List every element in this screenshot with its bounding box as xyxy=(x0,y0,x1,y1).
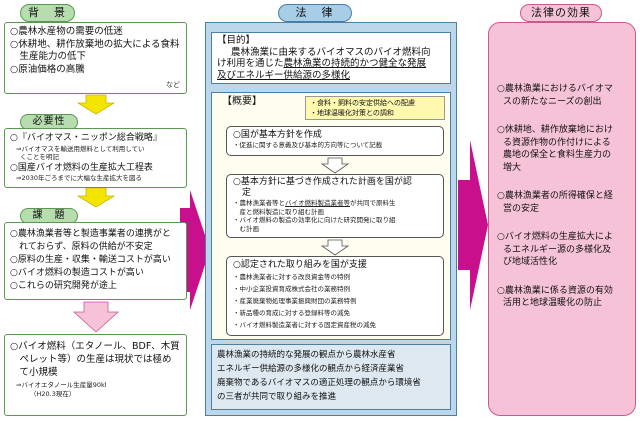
purpose-line-4: 及びエネルギー供給源の多様化 xyxy=(217,69,351,81)
effect-item-3: ○農林漁業者の所得確保と経 営の安定 xyxy=(497,190,629,215)
header-effects-label: 法律の効果 xyxy=(531,6,591,19)
effect-4-line-3: び地域活性化 xyxy=(503,257,558,267)
down-arrow-2 xyxy=(76,187,116,208)
issues-box: ○農林漁業者等と製造事業者の連携がと れておらず、原料の供給が不安定 ○原料の生… xyxy=(4,222,187,300)
production-box: ○バイオ燃料（エタノール、BDF、木質 ペレット等）の生産は現状では極め て小規… xyxy=(4,334,187,416)
plan-approval-head: ○基本方針に基づき作成された計画を国が認 xyxy=(233,177,412,187)
issues-item-4: ○バイオ燃料の製造コストが高い xyxy=(10,268,144,278)
production-line-2: ペレット等）の生産は現状では極め xyxy=(10,354,172,365)
issues-item-3: ○原料の生産・収集・輸送コストが高い xyxy=(10,255,171,265)
basic-policy-item: ・促進に関する意義及び基本的方向等について記載 xyxy=(233,141,383,149)
plan-approval-item-2: 産と燃料製造に取り組む計画 xyxy=(233,207,325,216)
effect-item-2: ○休耕地、耕作放棄地におけ る資源作物の作付けによる 農地の保全と食料生産力の … xyxy=(497,124,629,174)
ministries-line-3: 廃棄物であるバイオマスの適正処理の観点から環境省 xyxy=(217,378,421,388)
down-arrow-1 xyxy=(76,94,116,115)
right-arrow-left-body xyxy=(180,190,210,310)
issues-title: 課 題 xyxy=(32,210,66,221)
header-background: 背 景 xyxy=(20,4,75,22)
production-line-1: ○バイオ燃料（エタノール、BDF、木質 xyxy=(10,341,180,352)
right-arrow-right xyxy=(458,140,488,310)
effect-4-line-1: ○バイオ燃料の生産拡大によ xyxy=(497,232,613,242)
plan-approval-head-2: 定 xyxy=(233,188,252,198)
effect-1-line-1: ○農林漁業におけるバイオマ xyxy=(497,84,613,94)
background-etc: など xyxy=(166,81,180,89)
necessity-item-2: ○国産バイオ燃料の生産拡大工程表 xyxy=(10,162,153,173)
tag-food-security: ・食料・飼料の安定供給への配慮 xyxy=(310,99,415,107)
effect-2-line-2: る資源作物の作付けによる xyxy=(503,137,611,148)
ministries-line-1: 農林漁業の持続的な発展の観点から農林水産省 xyxy=(217,350,396,360)
effect-4-line-2: るエネルギー源の多様化及 xyxy=(503,244,612,255)
ministries-line-2: エネルギー供給源の多様化の観点から経済産業省 xyxy=(217,364,405,374)
support-head: ○認定された取り組みを国が支援 xyxy=(233,260,367,270)
effect-item-1: ○農林漁業におけるバイオマ スの新たなニーズの創出 xyxy=(497,83,629,108)
background-item-1: ○農林水産物の需要の低迷 xyxy=(10,26,123,37)
tag-global-warming: ・地球温暖化対策との調和 xyxy=(310,109,394,117)
support-item-4: ・新品種の育成に対する登録料等の減免 xyxy=(233,309,350,317)
support-item-3: ・産業廃棄物処理事業振興財団の業務特例 xyxy=(233,297,357,305)
necessity-item-1-sub2: くことを明記 xyxy=(20,153,59,161)
purpose-line-2: け利用を通じた xyxy=(217,58,284,69)
issues-item-2: れておらず、原料の供給が不安定 xyxy=(10,242,153,252)
plan-approval-item-3: ・バイオ燃料の製造の効率化に向けた研究開発に取り組 xyxy=(233,216,396,224)
effect-3-line-2: 営の安定 xyxy=(503,203,540,214)
effect-item-5: ○農林漁業に係る資源の有効 活用と地球温暖化の防止 xyxy=(497,285,629,310)
background-item-2: ○休耕地、耕作放棄地の拡大による食料 xyxy=(10,38,180,50)
necessity-box: ○『バイオマス・ニッポン総合戦略』 ⇒バイオマスを輸送用燃料として利用してい く… xyxy=(4,128,187,188)
production-date: （H20.3現在） xyxy=(30,389,76,398)
necessity-item-1-sub1: ⇒バイオマスを輸送用燃料として利用してい xyxy=(16,144,145,153)
effect-2-line-4: 増大 xyxy=(503,162,522,173)
plan-approval-box: ○基本方針に基づき作成された計画を国が認 定 ・農林漁業者等とバイオ燃料製造業者… xyxy=(226,174,444,238)
purpose-line-1: 農林漁業に由来するバイオマスのバイオ燃料向 xyxy=(231,46,431,58)
production-line-3: て小規模 xyxy=(10,367,58,378)
effect-2-line-1: ○休耕地、耕作放棄地におけ xyxy=(497,125,613,135)
overview-title: 【概要】 xyxy=(222,96,262,107)
effect-5-line-2: 活用と地球温暖化の防止 xyxy=(503,298,603,308)
background-item-4: ○原油価格の高騰 xyxy=(10,63,85,75)
ministries-note: 農林漁業の持続的な発展の観点から農林水産省 エネルギー供給源の多様化の観点から経… xyxy=(211,344,451,410)
header-law-label: 法 律 xyxy=(295,6,335,19)
necessity-title: 必要性 xyxy=(32,116,66,127)
support-item-2: ・中小企業投資育成株式会社の業務特例 xyxy=(233,285,350,293)
plan-approval-item-4: む計画 xyxy=(233,224,260,233)
effect-5-line-1: ○農林漁業に係る資源の有効 xyxy=(497,285,613,296)
background-box: ○農林水産物の需要の低迷 ○休耕地、耕作放棄地の拡大による食料 生産能力の低下 … xyxy=(4,22,187,94)
plan-item-1c: が共同で原料生 xyxy=(350,199,396,207)
basic-policy-box: ○国が基本方針を作成 ・促進に関する意義及び基本的方向等について記載 xyxy=(226,126,444,156)
effect-item-4: ○バイオ燃料の生産拡大によ るエネルギー源の多様化及 び地域活性化 xyxy=(497,231,629,269)
header-effects: 法律の効果 xyxy=(520,4,602,22)
effect-1-line-2: スの新たなニーズの創出 xyxy=(503,96,602,107)
basic-policy-head: ○国が基本方針を作成 xyxy=(233,130,322,140)
purpose-title: 【目的】 xyxy=(217,35,256,46)
plan-item-1b: バイオ燃料製造業者等 xyxy=(285,199,350,207)
support-item-5: ・バイオ燃料製造業者に対する固定資産税の減免 xyxy=(233,321,376,329)
effect-3-line-1: ○農林漁業者の所得確保と経 xyxy=(497,191,613,201)
necessity-item-1: ○『バイオマス・ニッポン総合戦略』 xyxy=(10,133,162,143)
necessity-item-2-sub: ⇒2030年ごろまでに大幅な生産拡大を図る xyxy=(16,174,142,182)
production-sub: ⇒バイオエタノール生産量90kl xyxy=(16,381,107,389)
support-item-1: ・農林漁業者に対する改良資金等の特例 xyxy=(233,273,350,281)
purpose-line-3: 農林漁業の持続的かつ健全な発展 xyxy=(283,58,427,69)
support-box: ○認定された取り組みを国が支援 ・農林漁業者に対する改良資金等の特例 ・中小企業… xyxy=(226,256,444,336)
background-item-3: 生産能力の低下 xyxy=(10,51,87,62)
effects-panel: ○農林漁業におけるバイオマ スの新たなニーズの創出 ○休耕地、耕作放棄地におけ … xyxy=(488,22,636,416)
issues-item-1: ○農林漁業者等と製造事業者の連携がと xyxy=(10,229,171,239)
header-background-label: 背 景 xyxy=(28,6,67,19)
overview-tags: ・食料・飼料の安定供給への配慮 ・地球温暖化対策との調和 xyxy=(305,96,445,120)
ministries-line-4: の三者が共同で取り組みを推進 xyxy=(217,392,337,402)
header-law: 法 律 xyxy=(278,4,352,22)
plan-approval-item-1: ・農林漁業者等とバイオ燃料製造業者等が共同で原料生 xyxy=(233,199,437,208)
issues-item-5: ○これらの研究開発が途上 xyxy=(10,281,117,291)
effect-2-line-3: 農地の保全と食料生産力の xyxy=(503,150,612,160)
plan-item-1a: ・農林漁業者等と xyxy=(233,199,285,207)
purpose-box: 【目的】 農林漁業に由来するバイオマスのバイオ燃料向 け利用を通じた農林漁業の持… xyxy=(211,32,451,84)
